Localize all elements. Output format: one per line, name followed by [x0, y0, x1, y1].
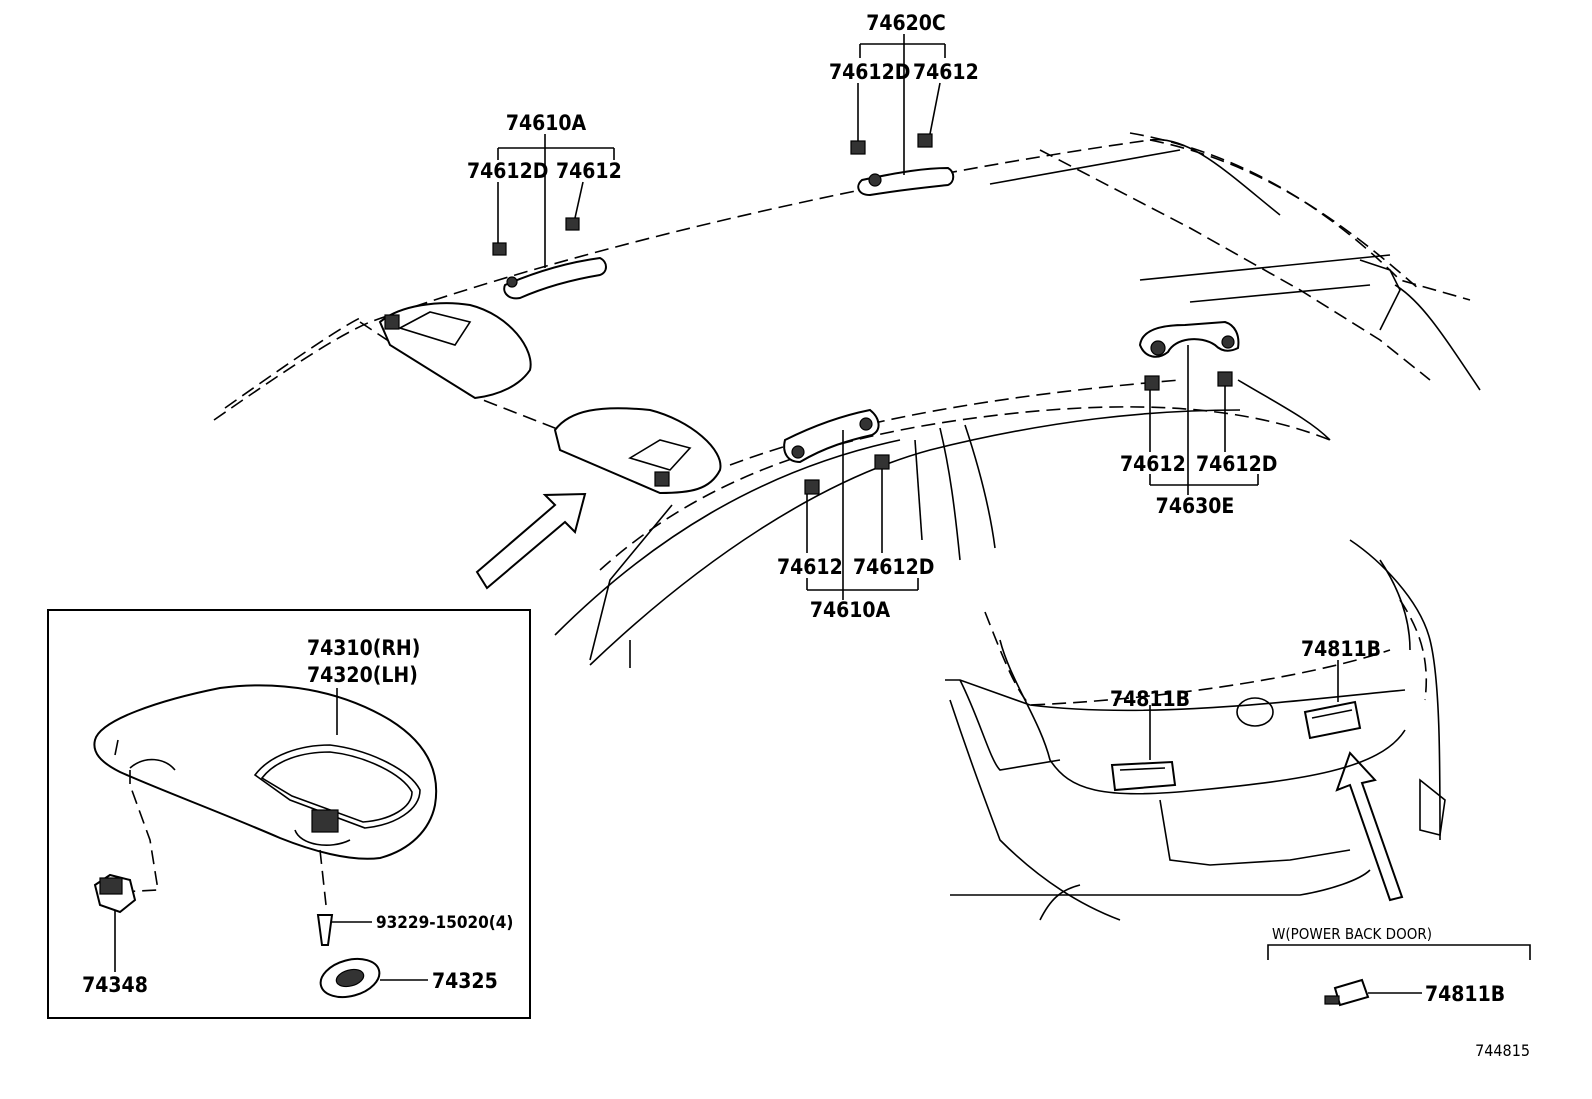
label-screw: 93229-15020(4) — [376, 913, 513, 933]
rear-body — [945, 539, 1446, 921]
power-back-door-inset — [1267, 944, 1531, 1007]
label-74620c: 74620C — [866, 11, 946, 35]
grip-center — [857, 166, 955, 197]
roof-visor-left — [378, 302, 532, 400]
label-74811b-left: 74811B — [1110, 687, 1190, 711]
label-74612-rear: 74612 — [1120, 452, 1186, 476]
leaders-center — [857, 34, 946, 175]
grip-rear-right — [1138, 320, 1240, 358]
label-power-back-door: W(POWER BACK DOOR) — [1272, 925, 1432, 943]
label-74610a-low: 74610A — [810, 598, 891, 622]
label-74612d-top: 74612D — [467, 159, 548, 183]
label-74310-rh: 74310(RH) — [307, 636, 420, 660]
grip-front-low — [783, 408, 880, 464]
roof-visor-right — [553, 407, 722, 495]
label-74612-top: 74612 — [556, 159, 622, 183]
roof-outline — [213, 132, 1481, 668]
label-74325: 74325 — [432, 969, 498, 993]
leaders-front-low — [806, 430, 919, 600]
label-74610a-top: 74610A — [506, 111, 587, 135]
arrow-to-visor — [475, 492, 587, 590]
label-74612d-rear: 74612D — [1196, 452, 1277, 476]
grip-front-top — [503, 256, 607, 300]
label-74612-low: 74612 — [777, 555, 843, 579]
label-74811b-pbd: 74811B — [1425, 982, 1505, 1006]
leaders-front-top — [497, 134, 615, 268]
visor-detail-box — [47, 609, 531, 1019]
label-74630e: 74630E — [1156, 494, 1235, 518]
label-74348: 74348 — [82, 973, 148, 997]
label-74612d-low: 74612D — [853, 555, 934, 579]
label-74320-lh: 74320(LH) — [307, 663, 418, 687]
label-diagram-number: 744815 — [1475, 1041, 1530, 1060]
labels: 74610A 74612D 74612 74620C 74612D 74612 … — [82, 11, 1530, 1060]
leaders-rear-right — [1149, 345, 1259, 495]
label-74612d-center: 74612D — [829, 60, 910, 84]
label-74612-center: 74612 — [913, 60, 979, 84]
label-74811b-right: 74811B — [1301, 637, 1381, 661]
